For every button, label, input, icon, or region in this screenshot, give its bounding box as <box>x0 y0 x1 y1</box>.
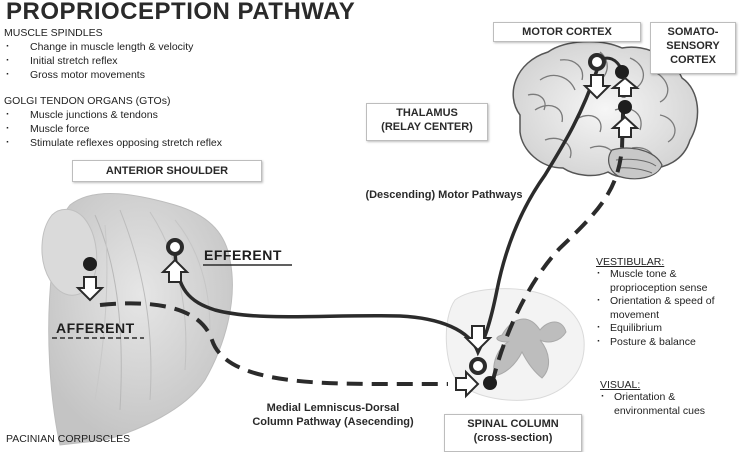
muscle-spindles-heading: MUSCLE SPINDLES <box>4 27 103 39</box>
afferent-label: AFFERENT <box>56 320 135 336</box>
down-arrow-icon <box>582 74 612 100</box>
ascending-pathway <box>490 81 626 385</box>
thalamus-node <box>618 100 632 114</box>
visual-heading: VISUAL: <box>600 379 641 391</box>
list-item: Stimulate reflexes opposing stretch refl… <box>4 135 222 150</box>
down-arrow-icon <box>463 325 493 352</box>
thalamus-label: THALAMUS (RELAY CENTER) <box>366 103 488 141</box>
up-arrow-icon <box>610 115 640 138</box>
list-item-continuation: movement <box>610 308 660 321</box>
vestibular-heading: VESTIBULAR: <box>596 256 665 268</box>
motor-cortex-label: MOTOR CORTEX <box>493 22 641 42</box>
somatosensory-node-top <box>615 65 629 79</box>
list-item: Equilibrium <box>596 321 742 336</box>
spinal-column-label: SPINAL COLUMN (cross-section) <box>444 414 582 452</box>
shoulder-muscle-illustration <box>41 193 233 446</box>
right-arrow-icon <box>455 369 480 399</box>
list-item: Posture & balance <box>596 335 742 350</box>
motor-cortex-node <box>588 53 606 71</box>
afferent-start-node <box>83 257 97 271</box>
efferent-label: EFFERENT <box>204 247 282 263</box>
list-item-continuation: proprioception sense <box>610 281 708 294</box>
list-item: Orientation & <box>600 390 740 405</box>
list-item-continuation: environmental cues <box>614 404 706 417</box>
list-item: Gross motor movements <box>4 67 193 82</box>
medial-lemniscus-label: Medial Lemniscus-Dorsal Column Pathway (… <box>252 402 414 428</box>
anterior-shoulder-label: ANTERIOR SHOULDER <box>72 160 262 182</box>
efferent-start-node <box>166 238 184 256</box>
brain-illustration <box>512 40 699 180</box>
gto-heading: GOLGI TENDON ORGANS (GTOs) <box>4 95 171 107</box>
list-item: Change in muscle length & velocity <box>4 39 193 54</box>
list-item: Initial stretch reflex <box>4 53 193 68</box>
spinal-afferent-node <box>483 376 497 390</box>
down-arrow-icon <box>75 276 105 302</box>
gto-section: GOLGI TENDON ORGANS (GTOs) Muscle juncti… <box>4 95 222 150</box>
efferent-pathway <box>173 69 599 357</box>
spinal-efferent-node <box>469 357 487 375</box>
list-item: Muscle junctions & tendons <box>4 107 222 122</box>
vestibular-section: VESTIBULAR: Muscle tone & proprioception… <box>596 256 742 349</box>
list-item: Muscle tone & <box>596 267 742 282</box>
up-arrow-icon <box>160 258 190 283</box>
list-item: Muscle force <box>4 121 222 136</box>
list-item: Orientation & speed of <box>596 294 742 309</box>
pacinian-heading: PACINIAN CORPUSCLES <box>6 433 131 445</box>
afferent-pathway <box>99 301 448 386</box>
page-title: PROPRIOCEPTION PATHWAY <box>6 0 356 25</box>
up-arrow-icon <box>610 76 640 97</box>
visual-section: VISUAL: Orientation & environmental cues <box>600 379 740 418</box>
descending-pathway-label: (Descending) Motor Pathways <box>365 189 523 201</box>
somatosensory-cortex-label: SOMATO- SENSORY CORTEX <box>650 22 736 74</box>
muscle-spindles-section: MUSCLE SPINDLES Change in muscle length … <box>4 27 193 82</box>
